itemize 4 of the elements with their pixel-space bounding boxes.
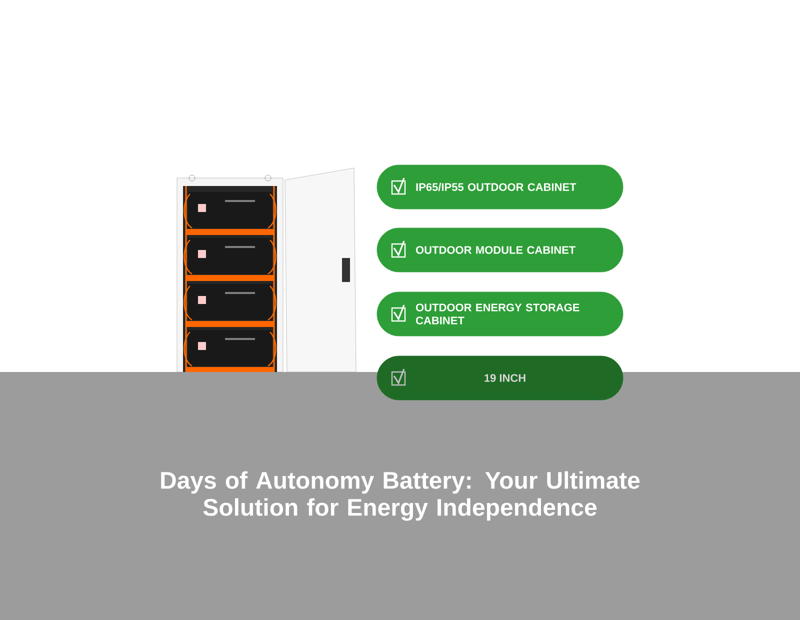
feature-box: OUTDOOR MODULE CABINET <box>376 228 624 272</box>
feature-box: OUTDOOR ENERGY STORAGE CABINET <box>376 292 624 336</box>
feature-box: IP65/IP55 OUTDOOR CABINET <box>376 164 624 210</box>
feature-box: 19 INCH <box>376 356 624 400</box>
